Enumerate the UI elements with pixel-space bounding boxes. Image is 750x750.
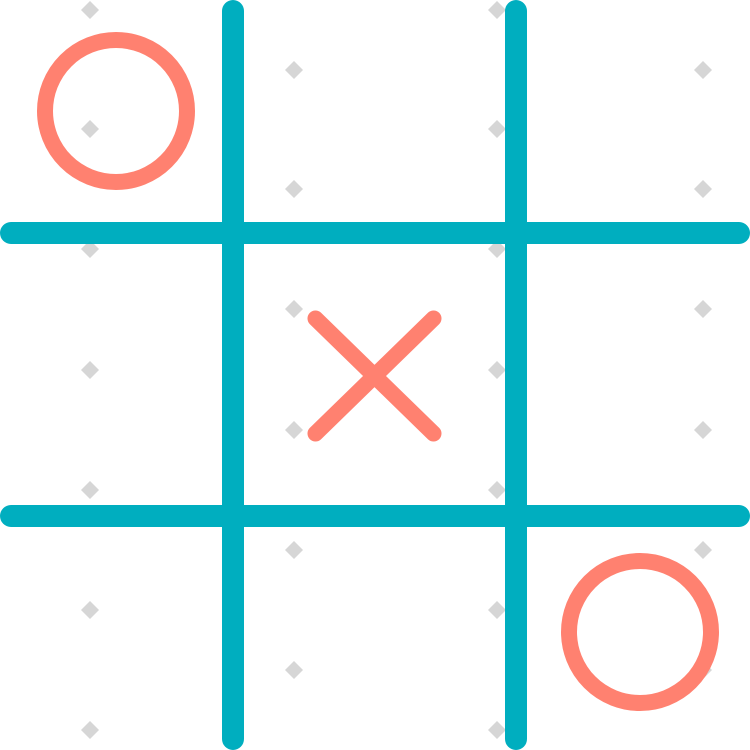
board-cell-r3-c1[interactable] [0,516,233,750]
board-cell-r3-c3[interactable] [516,516,750,750]
board-cell-r2-c3[interactable] [516,233,750,516]
board-cell-r1-c3[interactable] [516,0,750,233]
board-cell-r1-c2[interactable] [233,0,516,233]
board-cell-r1-c1[interactable] [0,0,233,233]
board-cell-r2-c1[interactable] [0,233,233,516]
board-cell-r3-c2[interactable] [233,516,516,750]
board-cell-r2-c2[interactable] [233,233,516,516]
